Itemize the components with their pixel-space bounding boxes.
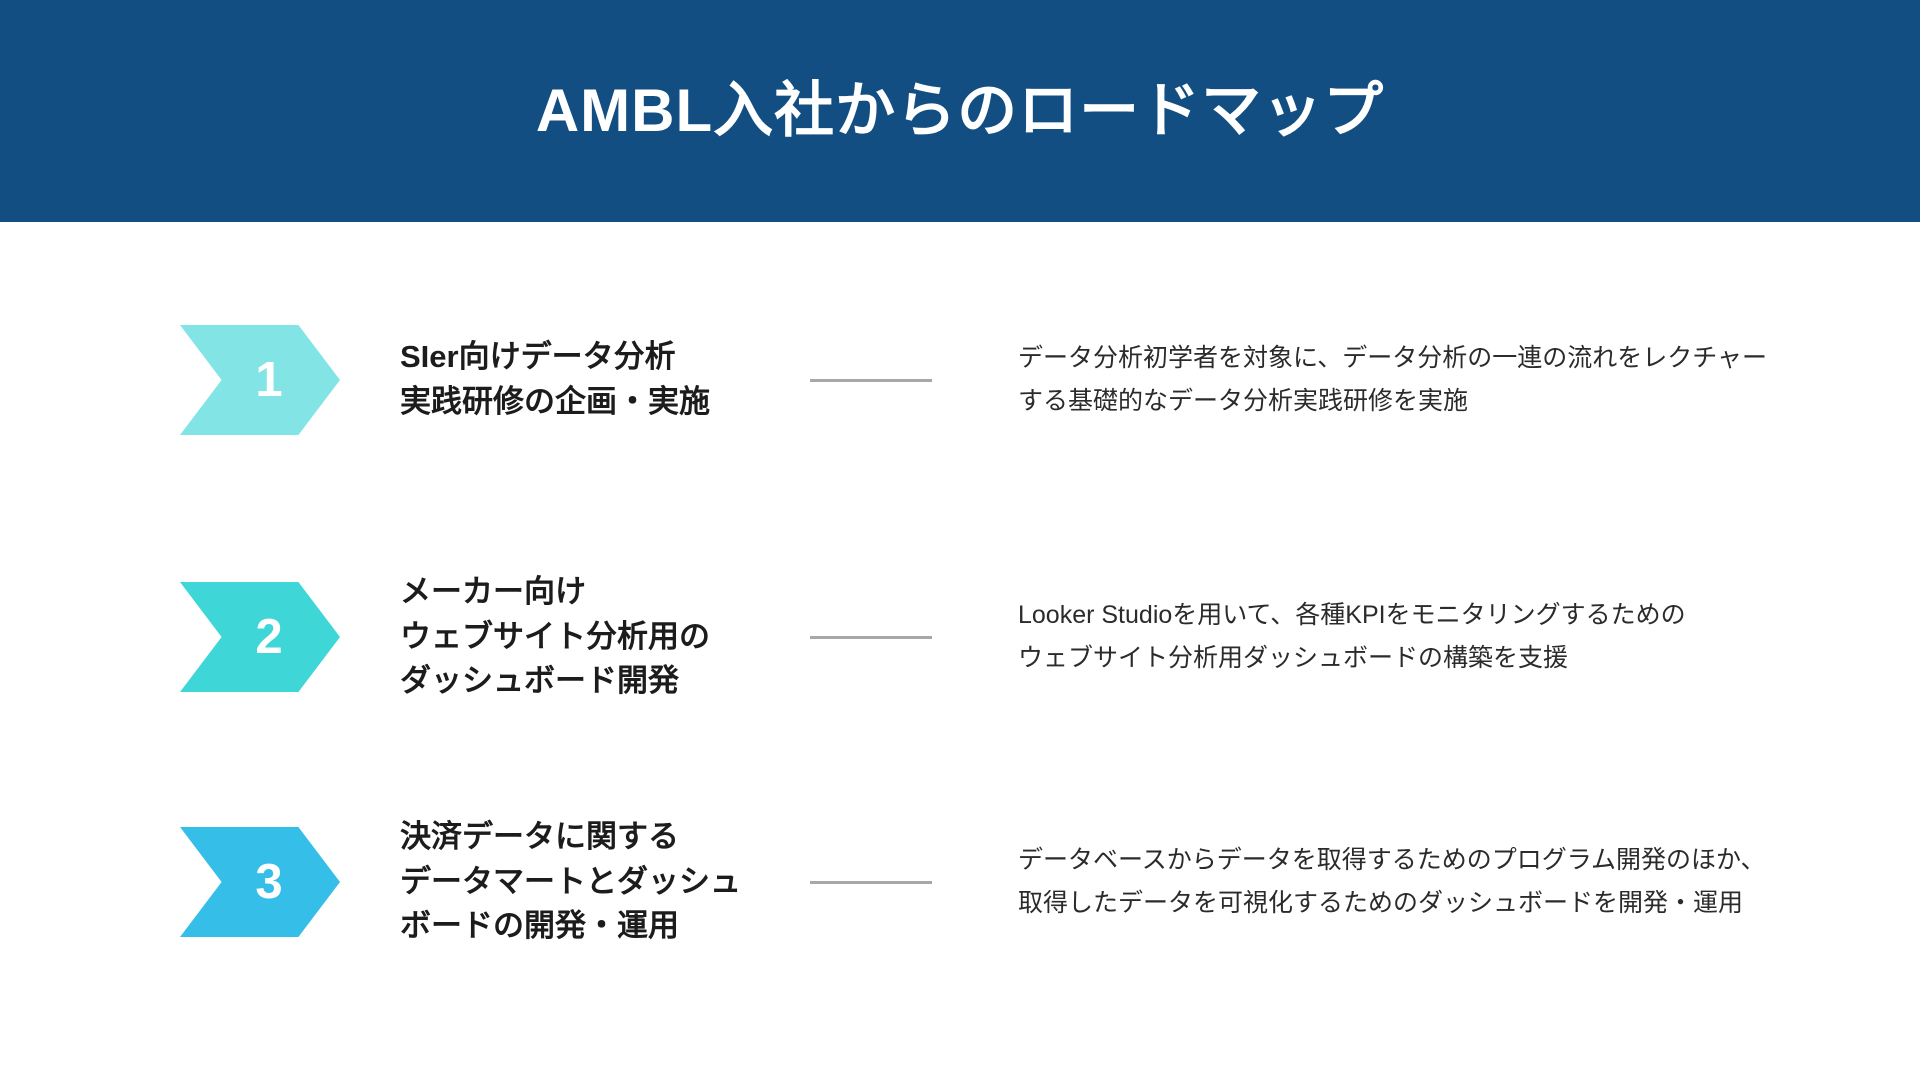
step-2-desc-line-2: ウェブサイト分析用ダッシュボードの構築を支援 [1018,644,1569,672]
step-2-title-line-2: ウェブサイト分析用の [400,618,710,654]
step-2-desc-line-1: Looker Studioを用いて、各種KPIをモニタリングするための [1018,601,1686,629]
step-2-badge: 2 [180,582,340,692]
step-2-description: Looker Studioを用いて、各種KPIをモニタリングするための ウェブサ… [1018,594,1918,680]
step-3-desc-line-2: 取得したデータを可視化するためのダッシュボードを開発・運用 [1018,889,1744,917]
step-1-title-line-1: SIer向けデータ分析 [400,339,676,375]
step-1-title-line-2: 実践研修の企画・実施 [400,384,710,419]
step-2-title-line-3: ダッシュボード開発 [400,663,679,699]
step-1-description: データ分析初学者を対象に、データ分析の一連の流れをレクチャー する基礎的なデータ… [1018,337,1918,423]
step-1-desc-line-2: する基礎的なデータ分析実践研修を実施 [1018,387,1469,415]
slide-header: AMBL入社からのロードマップ [0,0,1920,222]
step-2-title-line-1: メーカー向け [400,573,586,609]
step-3-connector-line [810,880,932,884]
roadmap-step-3: 3 決済データに関する データマートとダッシュ ボードの開発・運用 データベース… [0,787,1920,977]
step-3-title-line-2: データマートとダッシュ [400,863,741,899]
roadmap-step-2: 2 メーカー向け ウェブサイト分析用の ダッシュボード開発 Looker Stu… [0,542,1920,732]
step-2-number: 2 [255,609,283,664]
roadmap-step-1: 1 SIer向けデータ分析 実践研修の企画・実施 データ分析初学者を対象に、デー… [0,300,1920,460]
step-3-desc-line-1: データベースからデータを取得するためのプログラム開発のほか、 [1018,846,1766,874]
step-1-number: 1 [255,352,283,407]
step-2-title: メーカー向け ウェブサイト分析用の ダッシュボード開発 [400,570,820,705]
step-1-desc-line-1: データ分析初学者を対象に、データ分析の一連の流れをレクチャー [1018,344,1768,372]
step-3-title-line-1: 決済データに関する [400,818,679,854]
step-1-badge: 1 [180,325,340,435]
step-2-connector-line [810,635,932,639]
step-1-title: SIer向けデータ分析 実践研修の企画・実施 [400,335,820,425]
page-title: AMBL入社からのロードマップ [535,77,1385,144]
step-3-number: 3 [255,854,283,909]
step-3-title-line-3: ボードの開発・運用 [400,908,679,944]
step-3-title: 決済データに関する データマートとダッシュ ボードの開発・運用 [400,815,820,950]
step-3-badge: 3 [180,827,340,937]
step-3-description: データベースからデータを取得するためのプログラム開発のほか、 取得したデータを可… [1018,839,1918,925]
roadmap-steps: 1 SIer向けデータ分析 実践研修の企画・実施 データ分析初学者を対象に、デー… [0,222,1920,1080]
step-1-connector-line [810,378,932,382]
